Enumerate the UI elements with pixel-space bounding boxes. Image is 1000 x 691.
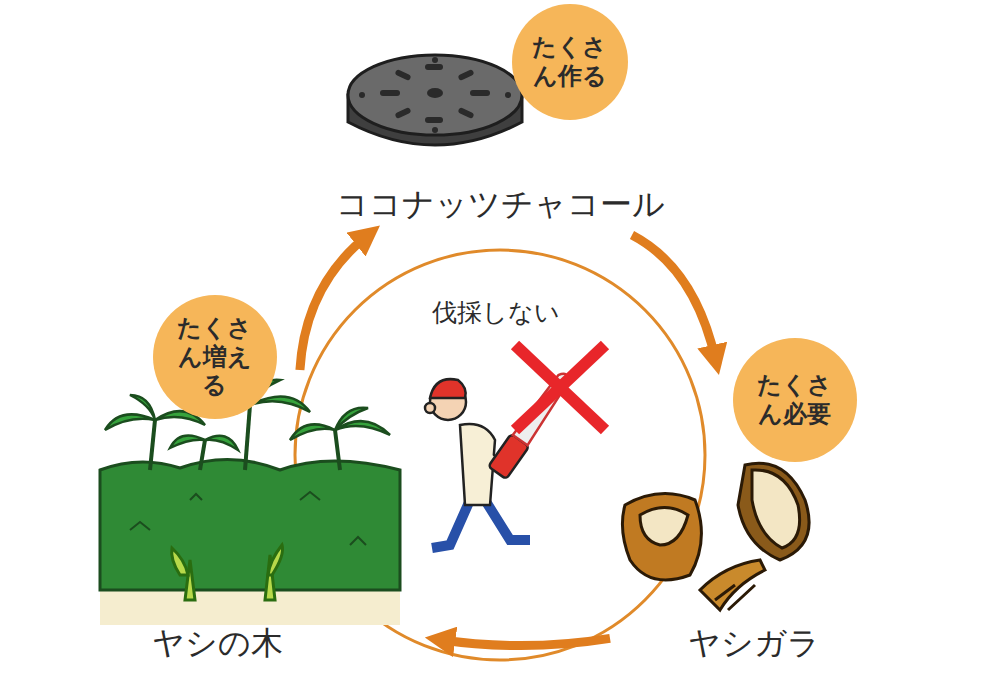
- quantity-badge: たくさん作る: [512, 4, 628, 120]
- cycle-arrow: [632, 235, 716, 360]
- prohibition-label: 伐採しない: [432, 296, 560, 329]
- quantity-badge: たくさん必要: [733, 338, 857, 462]
- badge-text: たくさん増える: [166, 314, 264, 400]
- item-caption: ヤシの木: [152, 622, 283, 666]
- palm-tree-item: ヤシの木: [100, 370, 440, 680]
- coconut-shell-item: ヤシガラ: [610, 360, 830, 680]
- charcoal-item: ココナッツチャコール: [335, 40, 665, 235]
- cycle-arrow: [440, 638, 610, 645]
- item-caption: ヤシガラ: [688, 622, 820, 666]
- item-caption: ココナッツチャコール: [335, 183, 665, 227]
- charcoal-puck: [348, 55, 522, 145]
- badge-text: たくさん必要: [746, 371, 844, 429]
- palm-grove: [100, 380, 400, 625]
- coconut-shells: [622, 463, 809, 610]
- quantity-badge: たくさん増える: [153, 295, 277, 419]
- badge-text: たくさん作る: [521, 33, 619, 91]
- cycle-arrow: [300, 235, 368, 370]
- prohibition-cross: [515, 345, 605, 430]
